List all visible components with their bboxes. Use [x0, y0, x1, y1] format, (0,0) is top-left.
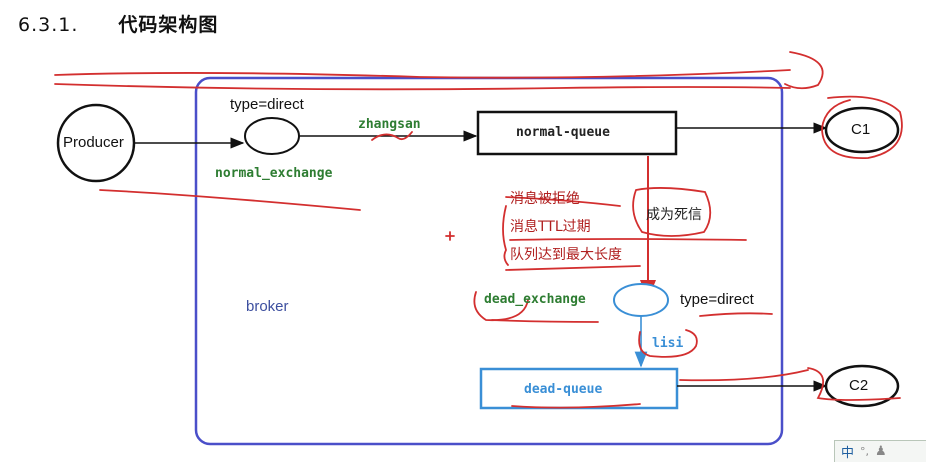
routing-key-normal-label: zhangsan [358, 117, 421, 132]
normal-queue-label: normal-queue [516, 125, 610, 140]
dead-exchange-label: dead_exchange [484, 292, 586, 307]
consumer-c2-node [824, 364, 900, 408]
section-number: 6.3.1. [18, 14, 79, 36]
section-title: 代码架构图 [118, 14, 219, 36]
consumer-c1-label: C1 [851, 121, 871, 138]
broker-label: broker [246, 298, 289, 315]
consumer-c1-node [824, 106, 900, 154]
normal-exchange-type-label: type=direct [230, 96, 304, 113]
dead-exchange-node [613, 283, 669, 317]
red-annotations [54, 51, 903, 409]
dead-reason-ttl: 消息TTL过期 [510, 219, 591, 235]
user-icon: ♟ [875, 444, 887, 459]
ime-indicator[interactable]: 中 °, ♟ [834, 440, 926, 462]
normal-queue-box [476, 110, 678, 156]
routing-key-dead-label: lisi [652, 336, 684, 351]
dead-reason-max-length: 队列达到最大长度 [510, 247, 622, 263]
producer-label: Producer [63, 134, 124, 151]
dead-queue-label: dead-queue [524, 382, 603, 397]
dead-letter-result: 成为死信 [646, 207, 702, 223]
dead-exchange-type-label: type=direct [680, 291, 754, 308]
normal-exchange-label: normal_exchange [215, 166, 333, 181]
normal-exchange-node [244, 117, 300, 155]
section-heading: 6.3.1. 代码架构图 [18, 10, 218, 37]
consumer-c2-label: C2 [849, 377, 869, 394]
dead-reason-rejected: 消息被拒绝 [510, 191, 580, 207]
ime-extra: °, [860, 445, 870, 458]
ime-mode-label: 中 [841, 446, 855, 461]
